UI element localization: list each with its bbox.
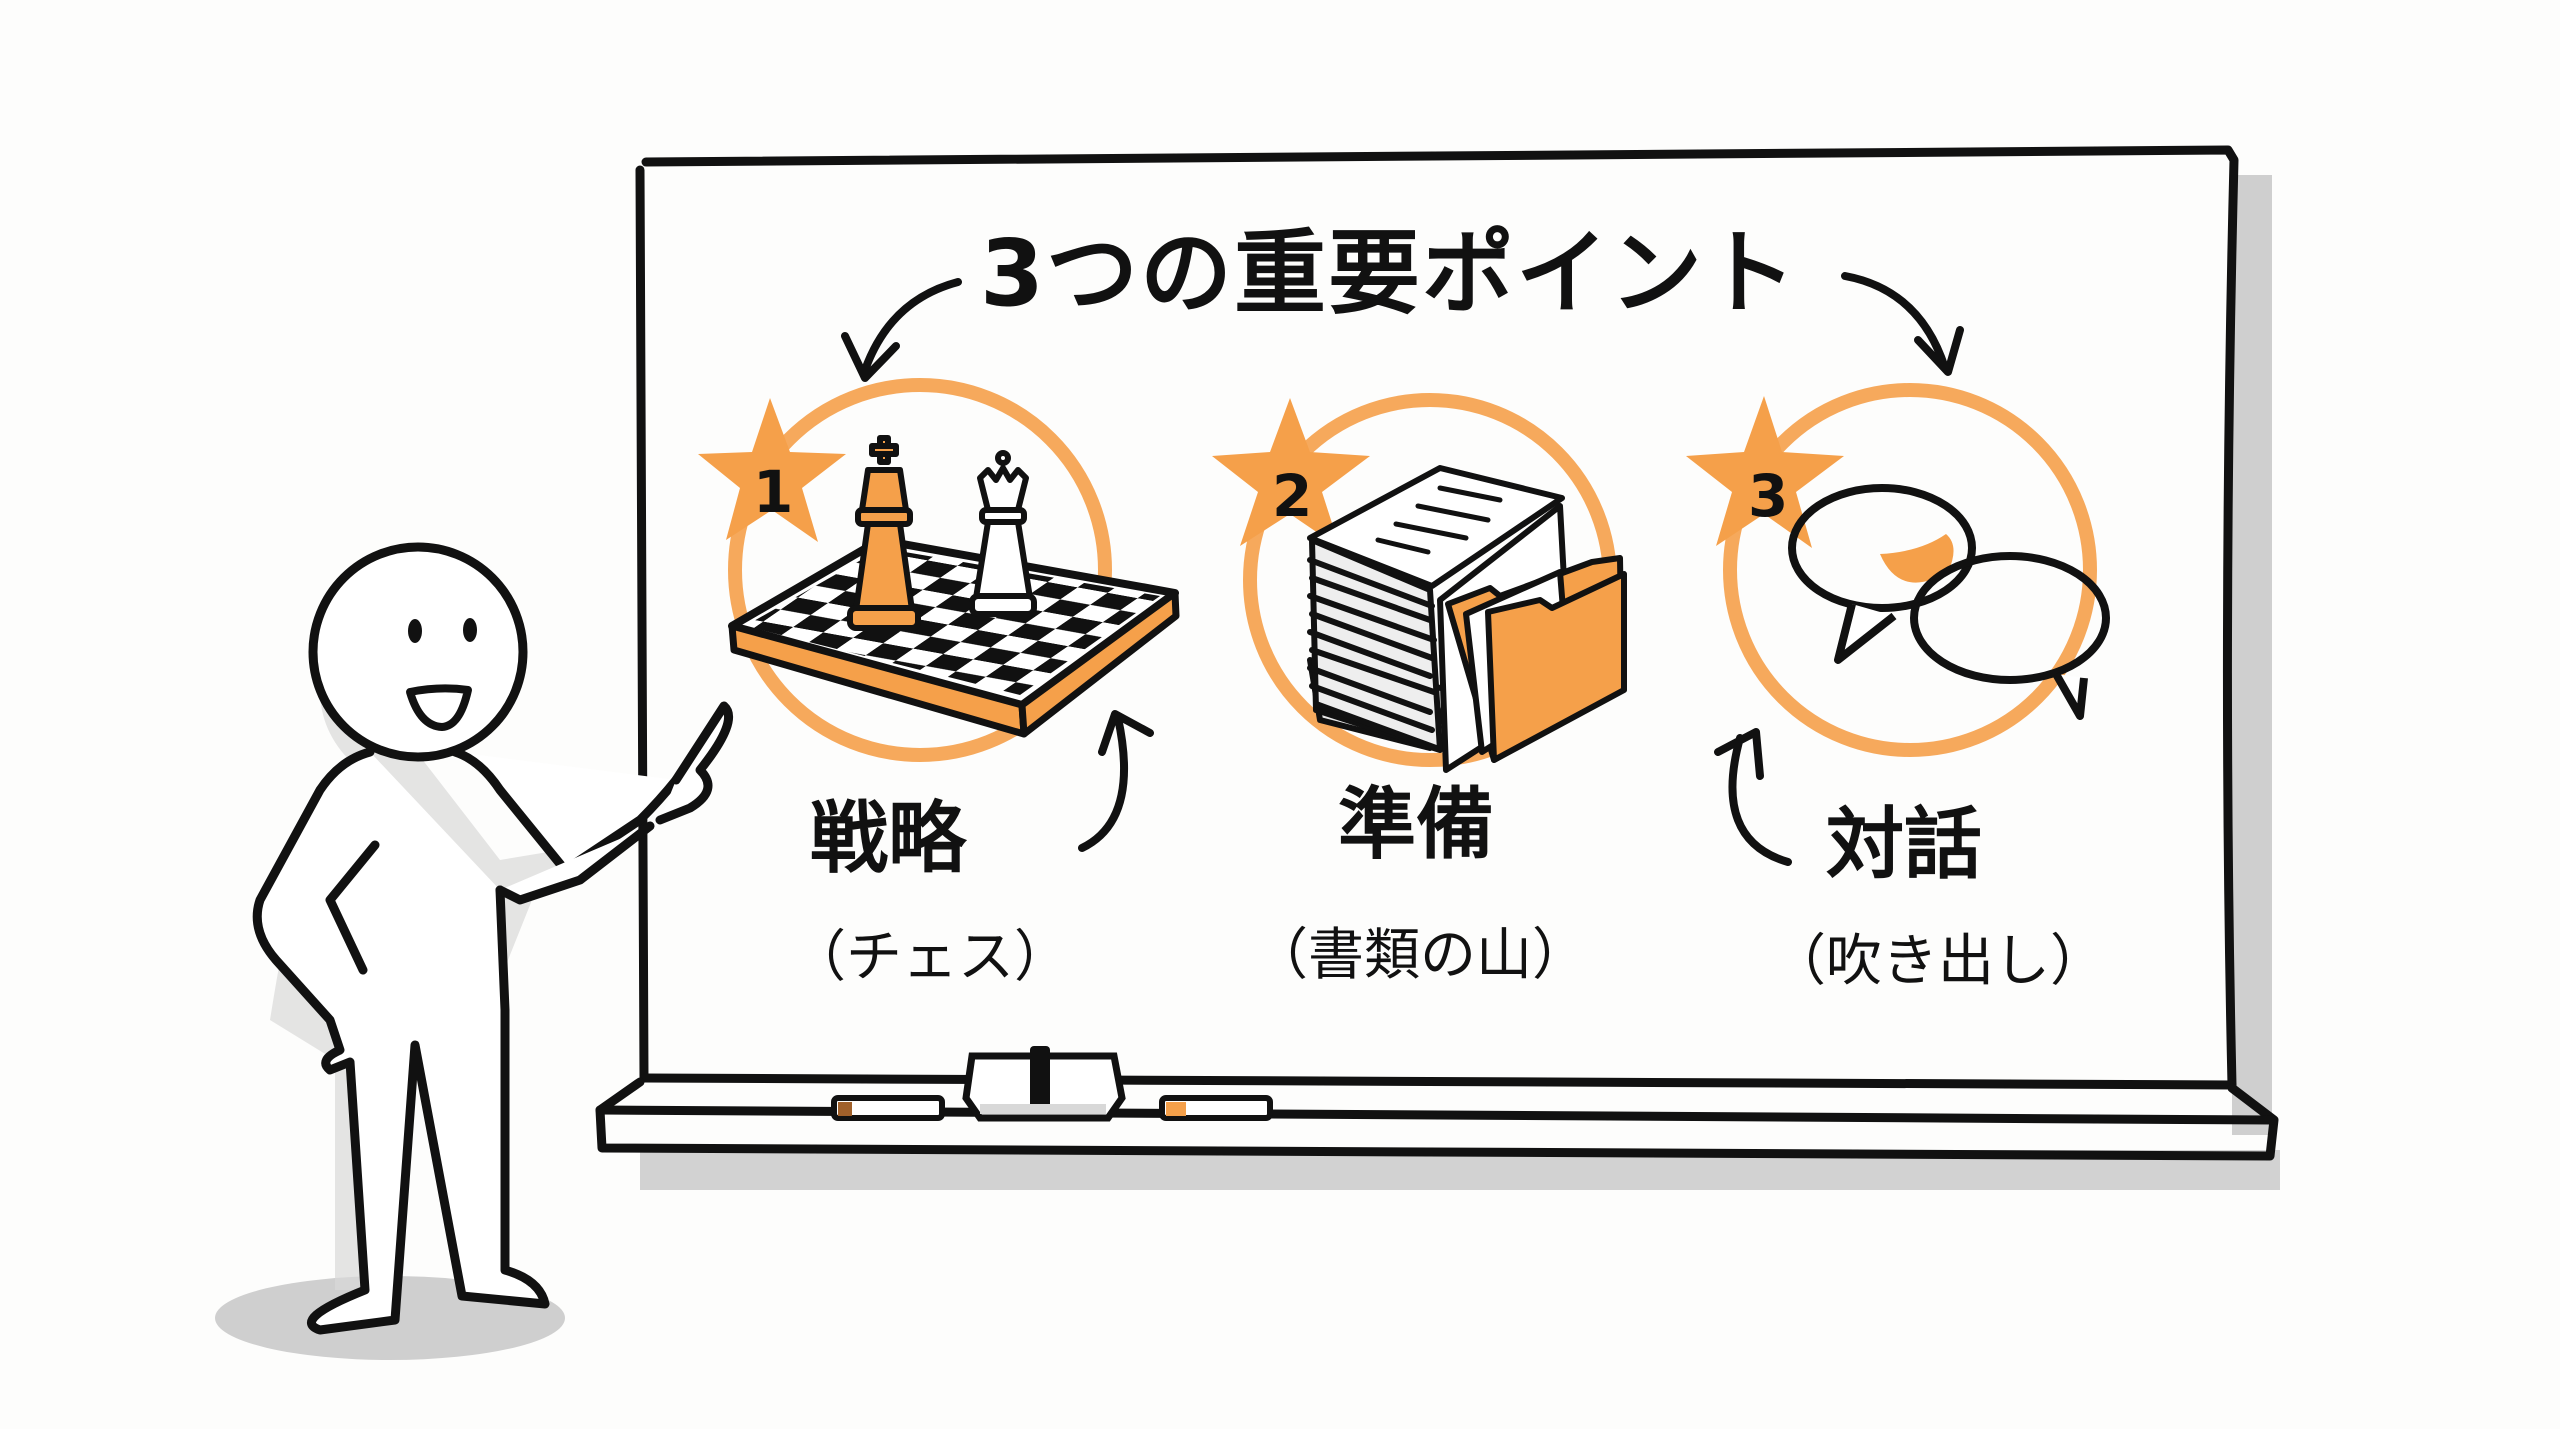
star-3-number: 3 [1748, 462, 1789, 530]
star-1-icon [698, 398, 846, 542]
document-stack-icon [1307, 465, 1627, 773]
title-arrows [841, 272, 1964, 382]
arrow-left-icon [841, 278, 962, 382]
star-2-icon [1212, 398, 1370, 548]
star-2-number: 2 [1272, 462, 1313, 530]
point-1-label: 戦略 [810, 794, 967, 884]
point-1-sublabel: （チェス） [790, 925, 1070, 990]
point-3-ring [1723, 383, 2097, 757]
eraser [962, 1046, 1126, 1122]
arrow-right-icon [1841, 272, 1964, 376]
point-2-label: 準備 [1338, 780, 1495, 870]
board-title: 3つの重要ポイント [980, 220, 1799, 327]
queen-piece [969, 450, 1037, 617]
point-2-sublabel: （書類の山） [1252, 923, 1588, 988]
presenter-figure [215, 542, 733, 1360]
marker-left [831, 1095, 945, 1121]
king-piece [847, 435, 921, 631]
chess-board-icon [728, 435, 1180, 738]
point-3-sublabel: （吹き出し） [1770, 929, 2106, 994]
marker-right [1159, 1095, 1273, 1121]
curve-arrow-1-icon [1078, 710, 1154, 852]
speech-bubbles-icon [1788, 484, 2110, 720]
star-3-icon [1686, 396, 1844, 548]
curve-arrow-3-icon [1714, 728, 1792, 866]
point-1-ring [728, 378, 1112, 762]
point-3-label: 対話 [1826, 800, 1983, 890]
star-1-number: 1 [753, 458, 794, 526]
